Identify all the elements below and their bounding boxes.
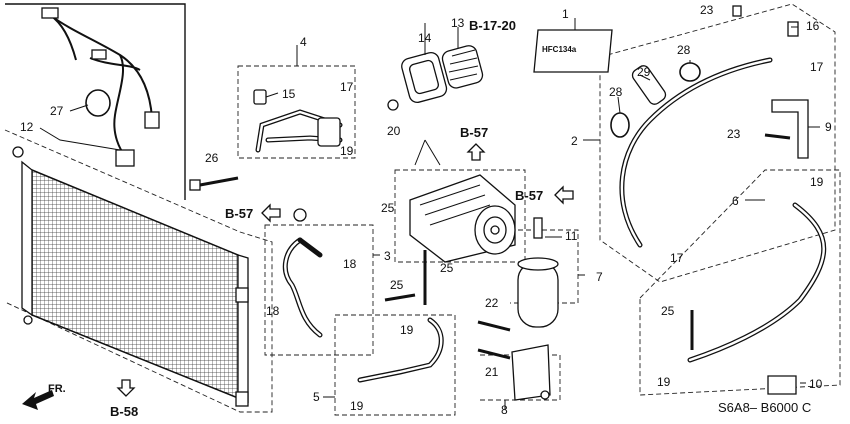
grommets <box>387 45 484 111</box>
condenser-bottom-bracket <box>235 391 249 407</box>
callout-25a: 25 <box>381 201 395 215</box>
arrow-down-b58 <box>116 379 136 397</box>
bolt-26 <box>189 176 239 191</box>
front-marker-text: FR. <box>48 383 66 395</box>
callout-19d: 19 <box>350 399 364 413</box>
fitting-3-top <box>293 208 307 222</box>
nut-20 <box>387 99 399 111</box>
callout-12: 12 <box>20 120 34 134</box>
diagram-code: S6A8– B6000 C <box>718 400 811 415</box>
clamp-28-lower <box>610 112 630 138</box>
ref-b57-left: B-57 <box>225 206 253 221</box>
callout-11: 11 <box>565 229 578 243</box>
nut-16 <box>787 21 799 37</box>
wire-harness <box>41 7 160 167</box>
callout-15: 15 <box>282 87 296 101</box>
compressor <box>409 139 516 263</box>
callout-19b: 19 <box>810 175 824 189</box>
callout-26: 26 <box>205 151 219 165</box>
pressure-switch-11 <box>533 217 543 239</box>
ref-arrows <box>22 143 574 410</box>
callout-8: 8 <box>501 403 508 417</box>
callout-23a: 23 <box>700 3 714 17</box>
label-plate: HFC134a <box>533 29 613 73</box>
leader-lines <box>39 18 820 410</box>
callout-21: 21 <box>485 365 499 379</box>
callout-14: 14 <box>418 31 432 45</box>
condenser <box>12 146 249 407</box>
group-outlines <box>4 3 841 416</box>
callout-25c: 25 <box>390 278 404 292</box>
ref-b58: B-58 <box>110 404 138 419</box>
callout-29: 29 <box>637 65 651 79</box>
callout-16: 16 <box>806 19 820 33</box>
pipe-group-2 <box>610 5 809 248</box>
callout-10: 10 <box>809 377 823 391</box>
callout-3: 3 <box>384 249 391 263</box>
label-plate-body <box>533 29 613 73</box>
ref-b17-20: B-17-20 <box>469 18 516 33</box>
part-15-oring <box>253 89 267 105</box>
callout-13: 13 <box>451 16 465 30</box>
callout-18a: 18 <box>343 257 357 271</box>
condenser-fitting <box>235 287 249 303</box>
callout-19c: 19 <box>400 323 414 337</box>
callout-2: 2 <box>571 134 578 148</box>
callout-19e: 19 <box>657 375 671 389</box>
label-plate-text: HFC134a <box>542 45 577 54</box>
clip-10 <box>767 375 797 395</box>
callout-20: 20 <box>387 124 401 138</box>
callout-18b: 18 <box>266 304 280 318</box>
callout-labels: 1 2 3 4 5 6 7 8 9 10 11 12 13 14 15 16 1… <box>20 3 832 417</box>
bracket-8 <box>477 320 551 401</box>
callout-5: 5 <box>313 390 320 404</box>
suction-pipe-assembly <box>253 89 343 153</box>
arrow-left-b57-right <box>554 185 574 205</box>
ref-b57-right: B-57 <box>515 188 543 203</box>
ref-b57-center: B-57 <box>460 125 488 140</box>
receiver-dryer <box>517 217 559 328</box>
condenser-mount-bottom <box>23 315 33 325</box>
condenser-mount-top <box>12 146 24 158</box>
front-arrow-icon <box>22 390 54 410</box>
bolt-23-top <box>732 5 742 17</box>
callout-27: 27 <box>50 104 64 118</box>
arrow-up-b57 <box>466 143 486 161</box>
callout-23b: 23 <box>727 127 741 141</box>
callout-17b: 17 <box>810 60 824 74</box>
callout-9: 9 <box>825 120 832 134</box>
pipe-group-5 <box>357 250 444 383</box>
callout-4: 4 <box>300 35 307 49</box>
harness-connector-1 <box>41 7 59 19</box>
bracket-9 <box>771 99 809 159</box>
callout-25b: 25 <box>440 261 454 275</box>
callout-6: 6 <box>732 194 739 208</box>
clamp-28-upper <box>679 62 701 82</box>
callout-28a: 28 <box>677 43 691 57</box>
callout-1: 1 <box>562 7 569 21</box>
harness-connector-2 <box>91 49 107 60</box>
arrow-left-b57 <box>261 203 281 223</box>
harness-connector-4 <box>115 149 135 167</box>
callout-22: 22 <box>485 296 499 310</box>
pipe-group-6 <box>687 202 827 395</box>
reference-labels: B-17-20 B-57 B-57 B-57 B-58 FR. S6A8– B6… <box>48 18 811 419</box>
callout-25d: 25 <box>661 304 675 318</box>
callout-7: 7 <box>596 270 603 284</box>
callout-28b: 28 <box>609 85 623 99</box>
callout-17c: 17 <box>670 251 684 265</box>
callout-17a: 17 <box>340 80 354 94</box>
grommet-13 <box>441 45 484 89</box>
dryer-body <box>517 261 559 328</box>
harness-connector-3 <box>144 111 160 129</box>
pipe-group-3 <box>282 208 323 338</box>
harness-clip-ring <box>85 89 111 117</box>
callout-19a: 19 <box>340 144 354 158</box>
